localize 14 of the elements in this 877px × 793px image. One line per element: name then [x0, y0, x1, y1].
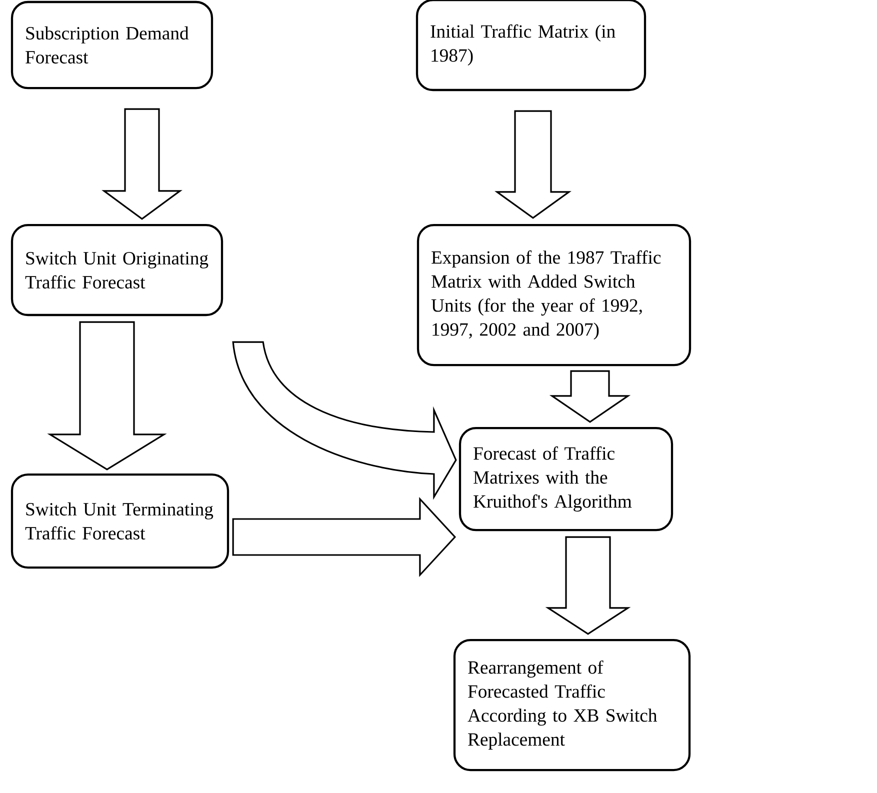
- process-box: Rearrangement of Forecasted Traffic According to XB Switch Replacement: [453, 638, 691, 772]
- block-arrow: [545, 536, 631, 635]
- block-arrow: [47, 321, 167, 470]
- block-arrow: [232, 496, 456, 578]
- process-box: Switch Unit Originating Traffic Forecast: [10, 224, 224, 316]
- block-arrow: [232, 341, 457, 498]
- process-box: Switch Unit Terminating Traffic Forecast: [10, 473, 230, 569]
- process-box: Initial Traffic Matrix (in 1987): [416, 0, 646, 92]
- block-arrow: [102, 108, 182, 220]
- block-arrow: [549, 370, 631, 423]
- process-box: Expansion of the 1987 Traffic Matrix with Added Switch Units (for the year of 1992, 1997, 2002 and 2007): [416, 224, 692, 366]
- process-box: Subscription Demand Forecast: [10, 0, 214, 90]
- block-arrow: [494, 110, 572, 219]
- process-box: Forecast of Traffic Matrixes with the Kruithof's Algorithm: [458, 426, 674, 532]
